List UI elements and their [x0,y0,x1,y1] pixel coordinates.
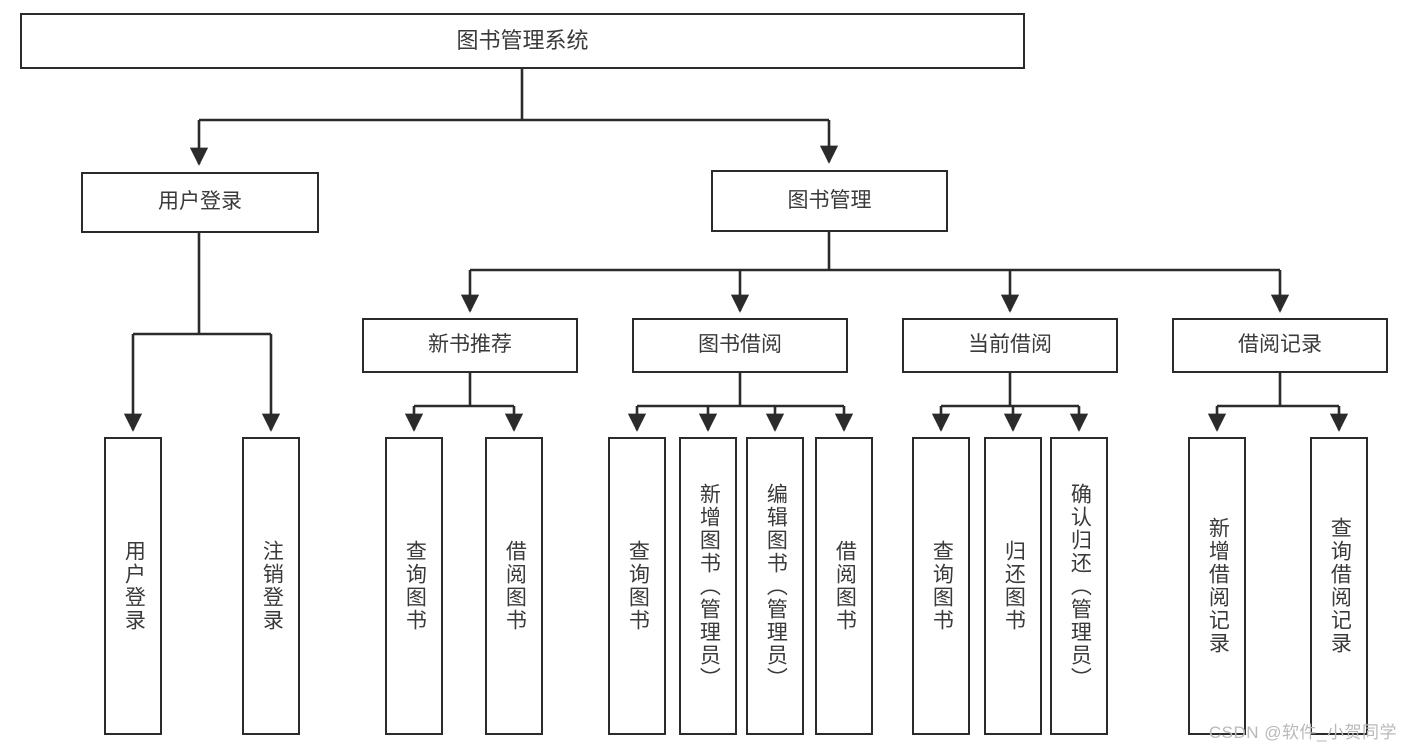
leaf-label: 新增借阅记录 [1206,517,1230,655]
node-level2-3[interactable]: 当前借阅 [902,318,1118,373]
leaf-label: 注销登录 [260,540,284,632]
leaf-label: 确认归还（管理员） [1068,482,1092,690]
node-level2-4[interactable]: 借阅记录 [1172,318,1388,373]
leaf-label: 新增图书（管理员） [697,482,721,690]
node-leaf-6[interactable]: 新增图书（管理员） [679,437,737,735]
node-level1-2[interactable]: 图书管理 [711,170,948,232]
leaf-label: 查询借阅记录 [1328,517,1352,655]
node-leaf-9[interactable]: 查询图书 [912,437,970,735]
node-leaf-2[interactable]: 注销登录 [242,437,300,735]
node-leaf-5[interactable]: 查询图书 [608,437,666,735]
node-level2-2[interactable]: 图书借阅 [632,318,848,373]
leaf-label: 查询图书 [626,540,650,632]
leaf-label: 借阅图书 [503,540,527,632]
node-level2-1[interactable]: 新书推荐 [362,318,578,373]
leaf-label: 查询图书 [403,540,427,632]
node-leaf-1[interactable]: 用户登录 [104,437,162,735]
leaf-label: 借阅图书 [833,540,857,632]
node-root-system[interactable]: 图书管理系统 [20,13,1025,69]
node-leaf-4[interactable]: 借阅图书 [485,437,543,735]
node-level1-1[interactable]: 用户登录 [81,172,319,233]
leaf-label: 查询图书 [930,540,954,632]
node-leaf-13[interactable]: 查询借阅记录 [1310,437,1368,735]
leaf-label: 归还图书 [1002,540,1026,632]
node-leaf-7[interactable]: 编辑图书（管理员） [746,437,804,735]
node-leaf-12[interactable]: 新增借阅记录 [1188,437,1246,735]
watermark: CSDN @软件_小贺同学 [1208,723,1397,742]
node-leaf-11[interactable]: 确认归还（管理员） [1050,437,1108,735]
node-leaf-8[interactable]: 借阅图书 [815,437,873,735]
leaf-label: 编辑图书（管理员） [764,482,788,690]
leaf-label: 用户登录 [122,540,146,632]
node-leaf-10[interactable]: 归还图书 [984,437,1042,735]
node-leaf-3[interactable]: 查询图书 [385,437,443,735]
